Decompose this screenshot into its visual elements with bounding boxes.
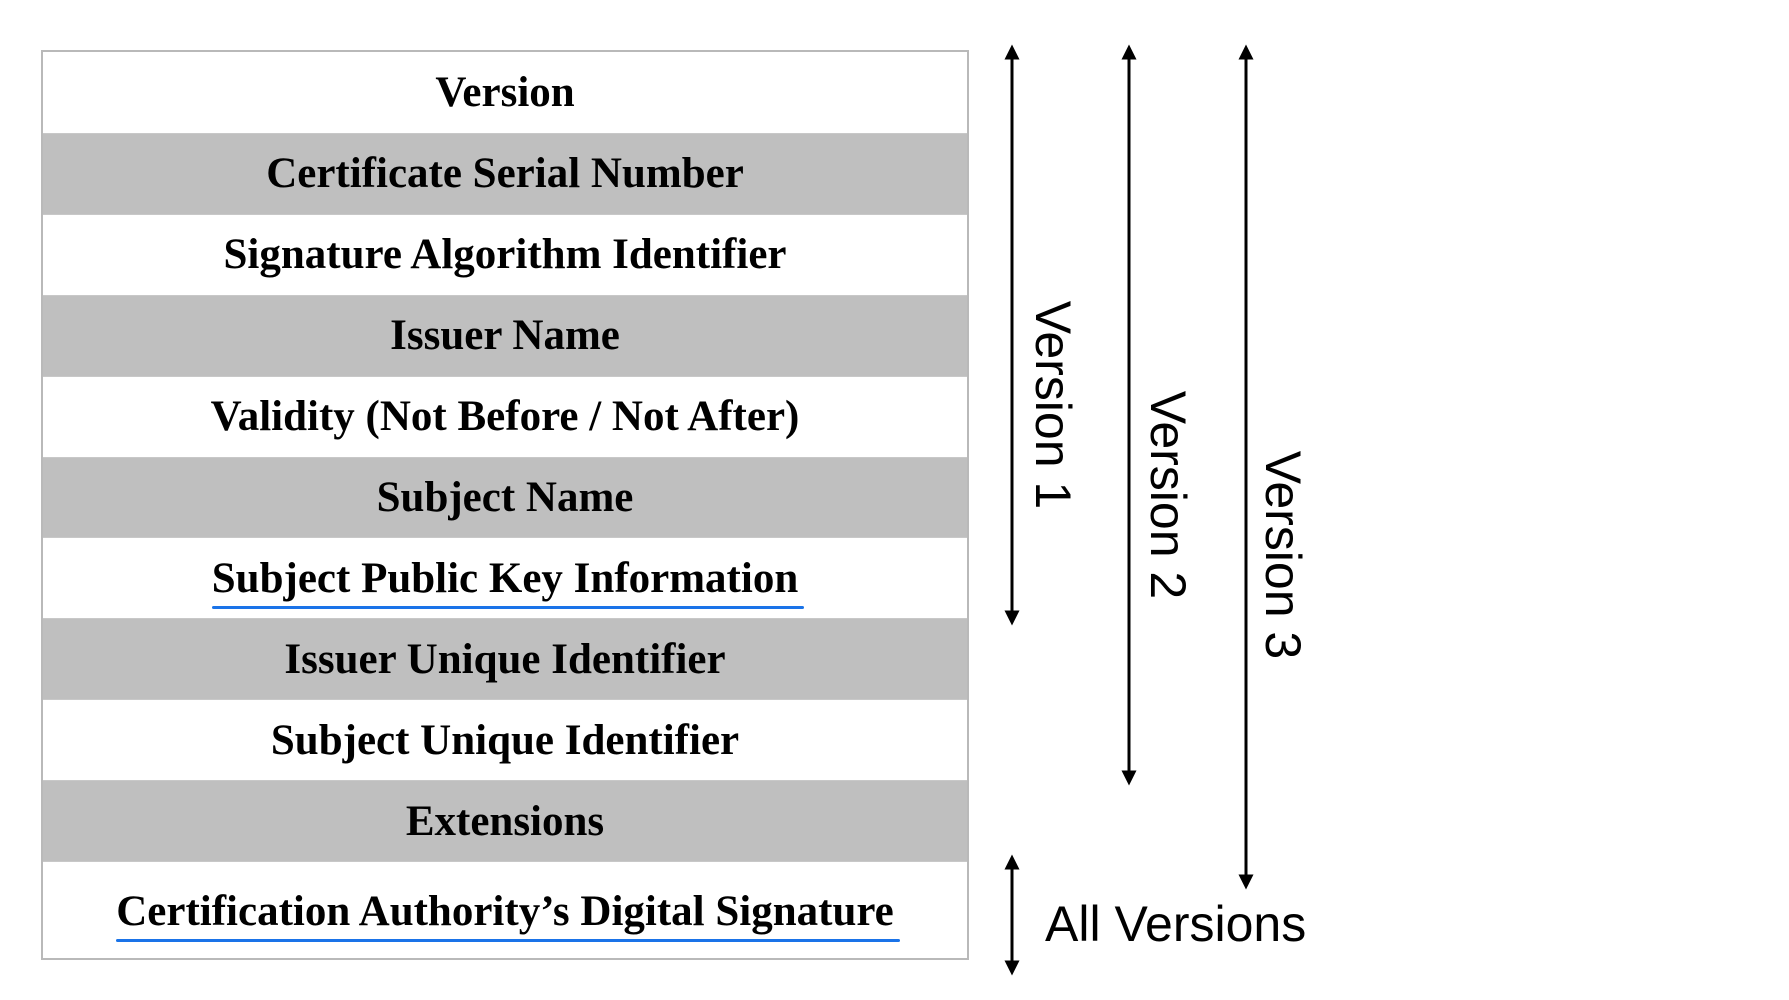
field-label: Subject Public Key Information — [211, 554, 805, 609]
all-versions-label: All Versions — [1045, 896, 1307, 952]
field-row: Version — [43, 52, 967, 133]
field-label: Certificate Serial Number — [266, 150, 744, 198]
version-2-label: Version 2 — [1140, 390, 1196, 600]
field-row: Subject Name — [43, 456, 967, 538]
field-row: Certification Authority’s Digital Signat… — [43, 861, 967, 961]
field-label: Version — [435, 68, 575, 116]
field-label: Certification Authority’s Digital Signat… — [116, 887, 900, 942]
field-label: Validity (Not Before / Not After) — [210, 393, 800, 441]
field-row: Subject Unique Identifier — [43, 699, 967, 780]
field-row: Certificate Serial Number — [43, 132, 967, 214]
field-label: Extensions — [405, 797, 605, 845]
field-row: Extensions — [43, 780, 967, 861]
field-label: Issuer Unique Identifier — [284, 635, 726, 683]
field-row: Issuer Unique Identifier — [43, 618, 967, 700]
field-row: Validity (Not Before / Not After) — [43, 375, 967, 457]
field-row: Issuer Name — [43, 294, 967, 376]
field-row: Signature Algorithm Identifier — [43, 213, 967, 295]
version-3-label: Version 3 — [1255, 450, 1311, 660]
field-label: Issuer Name — [390, 312, 620, 360]
version-1-label: Version 1 — [1025, 300, 1081, 510]
field-label: Subject Name — [376, 473, 634, 521]
field-label: Subject Unique Identifier — [270, 716, 740, 764]
field-row: Subject Public Key Information — [43, 537, 967, 618]
field-label: Signature Algorithm Identifier — [223, 231, 787, 279]
